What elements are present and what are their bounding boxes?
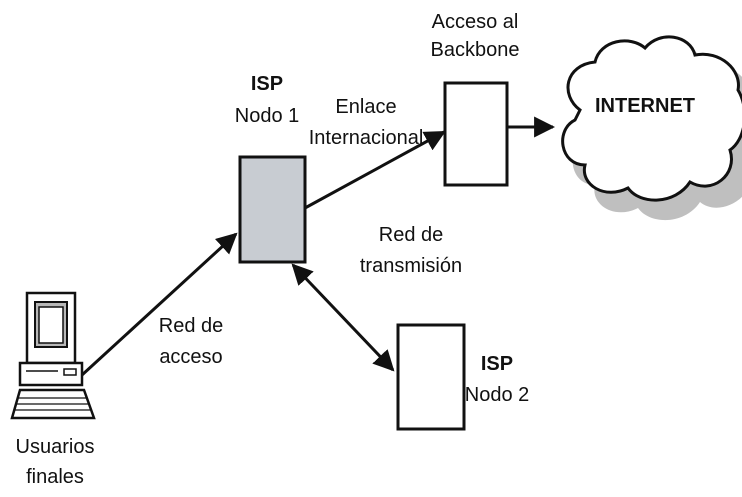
isp2-title: ISP [481,353,513,375]
users-label-line1: Usuarios [16,436,95,458]
cloud-outline [561,35,742,202]
isp1-subtitle: Nodo 1 [235,105,300,127]
link-user-isp1 [80,232,238,377]
red-acceso-line2: acceso [159,346,222,368]
enlace-label-line2: Internacional [309,127,424,149]
isp1-title: ISP [251,73,283,95]
link-isp1-isp2 [291,263,395,372]
red-acceso-line1: Red de [159,315,224,337]
internet-label: INTERNET [595,95,695,117]
link-isp1-backbone [304,130,446,210]
backbone-label-line1: Acceso al [432,11,519,33]
backbone-label-line2: Backbone [431,39,520,61]
red-transmision-line2: transmisión [360,255,462,277]
enlace-label-line1: Enlace [335,96,396,118]
users-label-line2: finales [26,466,84,488]
isp-node-2-box [396,323,466,431]
desktop-computer-icon [10,291,96,420]
cloud-icon: INTERNET [561,35,742,220]
red-transmision-line1: Red de [379,224,444,246]
monitor-inner [38,306,64,344]
backbone-access-box [443,81,509,187]
isp-node-1-box [238,155,307,264]
isp2-subtitle: Nodo 2 [465,384,530,406]
